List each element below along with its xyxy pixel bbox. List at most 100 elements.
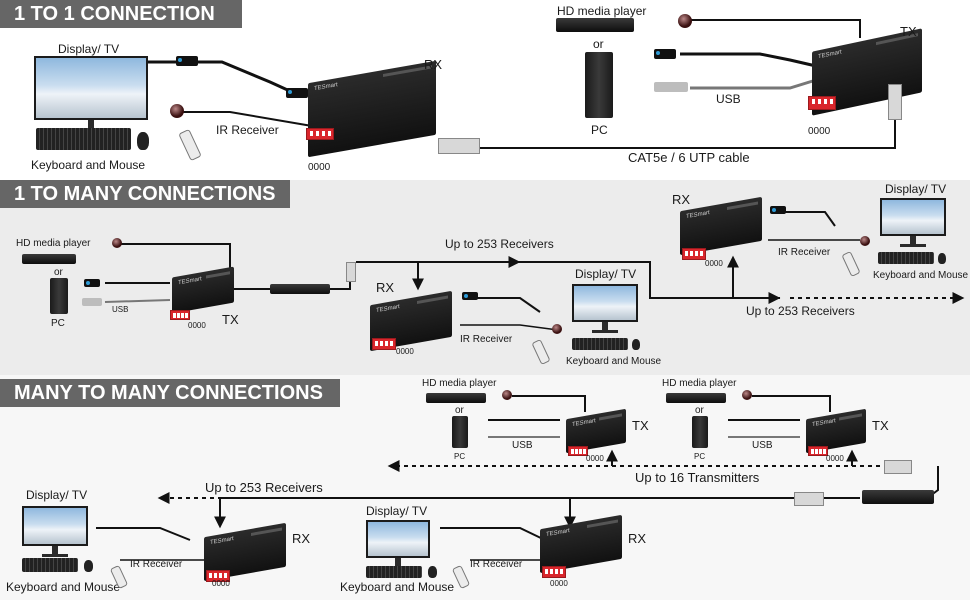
dip-switch [372,338,396,350]
rj45-connector [888,84,902,120]
dip-switch [808,446,828,456]
pc-label: PC [591,123,608,137]
display-tv-label: Display/ TV [366,504,428,518]
up-to-16-tx-label: Up to 16 Transmitters [635,470,760,485]
network-switch [270,284,330,294]
dip-switch [808,96,836,110]
pc-tower [585,52,613,118]
or-label: or [54,267,63,278]
media-player-label: HD media player [422,378,497,389]
ir-receiver-label: IR Receiver [216,123,279,137]
up-to-253-label: Up to 253 Receivers [205,480,323,495]
monitor [572,284,638,333]
keyboard [22,558,78,572]
section-title: 1 TO MANY CONNECTIONS [0,180,290,208]
rx-label: RX [672,192,691,207]
usb-plug [654,82,688,92]
ir-sensor-icon [860,236,870,246]
or-label: or [455,405,464,416]
dip-switch [206,570,230,582]
hdmi-plug [654,49,676,59]
ir-sensor-icon [552,324,562,334]
dip-code-label: 0000 [550,579,568,588]
keyboard [572,338,628,350]
section-one-to-many [0,180,970,375]
media-player [666,393,726,403]
rj45-connector [438,138,480,154]
pc-label: PC [454,452,466,461]
monitor [34,56,148,131]
hdmi-plug [286,88,308,98]
keyboard-mouse-label: Keyboard and Mouse [340,580,455,594]
dip-code-label: 0000 [586,454,604,463]
media-player-label: HD media player [662,378,737,389]
ir-sensor-icon [678,14,692,28]
keyboard-mouse-label: Keyboard and Mouse [6,580,121,594]
or-label: or [593,37,604,51]
display-tv-label: Display/ TV [26,488,88,502]
ir-receiver-label: IR Receiver [778,247,831,258]
keyboard-mouse-label: Keyboard and Mouse [31,158,146,172]
ir-receiver-label: IR Receiver [460,334,513,345]
hdmi-plug [176,56,198,66]
section-title: 1 TO 1 CONNECTION [0,0,242,28]
ir-sensor-icon [112,238,122,248]
monitor [880,198,946,247]
tx-label: TX [900,24,917,39]
up-to-253-label: Up to 253 Receivers [445,237,554,251]
display-tv-label: Display/ TV [885,182,947,196]
usb-label: USB [112,305,129,314]
rx-label: RX [376,280,395,295]
rj45-connector [884,460,912,474]
network-switch [862,490,934,504]
dip-switch [542,566,566,578]
mouse [84,560,93,572]
dip-code-label: 0000 [826,454,844,463]
ir-sensor-icon [502,390,512,400]
dip-switch [682,248,706,260]
mouse [632,339,640,350]
media-player-label: HD media player [16,238,91,249]
dip-switch [568,446,588,456]
tx-label: TX [222,312,239,327]
monitor [366,520,430,569]
hdmi-plug [462,292,478,300]
usb-label: USB [752,440,773,451]
usb-plug [82,298,102,306]
keyboard [878,252,934,264]
ir-receiver-label: IR Receiver [470,559,523,570]
media-player-label: HD media player [557,4,647,18]
mouse [137,132,149,150]
hdmi-plug [84,279,100,287]
usb-label: USB [512,440,533,451]
tx-label: TX [632,418,649,433]
dip-code-label: 0000 [808,126,831,137]
monitor [22,506,88,557]
keyboard [366,566,422,578]
dip-switch [170,310,190,320]
cable-label: CAT5e / 6 UTP cable [628,150,750,165]
rx-label: RX [292,531,311,546]
pc-tower [452,416,468,448]
or-label: or [695,405,704,416]
pc-label: PC [51,318,65,329]
ir-sensor-icon [170,104,184,118]
pc-tower [50,278,68,314]
hdmi-plug [770,206,786,214]
keyboard [36,128,131,150]
display-tv-label: Display/ TV [575,267,637,281]
dip-code-label: 0000 [705,259,723,268]
rx-label: RX [628,531,647,546]
tx-label: TX [872,418,889,433]
ir-sensor-icon [742,390,752,400]
dip-switch [306,128,334,140]
rx-label: RX [424,57,443,72]
dip-code-label: 0000 [308,162,331,173]
rj45-connector [346,262,356,282]
dip-code-label: 0000 [188,321,206,330]
section-many-to-many [0,375,970,600]
mouse [938,253,946,264]
media-player [22,254,76,264]
ir-receiver-label: IR Receiver [130,559,183,570]
media-player [426,393,486,403]
